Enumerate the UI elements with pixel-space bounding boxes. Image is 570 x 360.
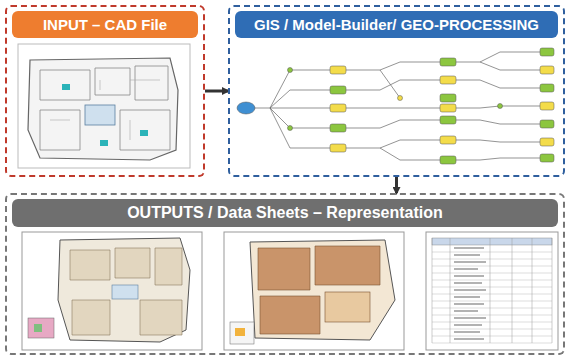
output-table-sheet (426, 232, 558, 350)
panel-title: OUTPUTS / Data Sheets – Representation (12, 199, 558, 227)
model-tools (237, 48, 554, 164)
output-panel: OUTPUTS / Data Sheets – Representation (5, 193, 565, 355)
output-floor-sheet (22, 232, 202, 350)
cad-plan (18, 44, 190, 168)
process-panel: GIS / Model-Builder/ GEO-PROCESSING (228, 5, 565, 177)
panel-title: INPUT – CAD File (12, 11, 198, 38)
flow-arrow (395, 177, 398, 193)
output-unit-sheet (224, 232, 404, 350)
flow-arrow (205, 90, 228, 93)
panel-title: GIS / Model-Builder/ GEO-PROCESSING (235, 11, 558, 38)
input-panel: INPUT – CAD File (5, 5, 205, 177)
model-builder (252, 52, 540, 160)
